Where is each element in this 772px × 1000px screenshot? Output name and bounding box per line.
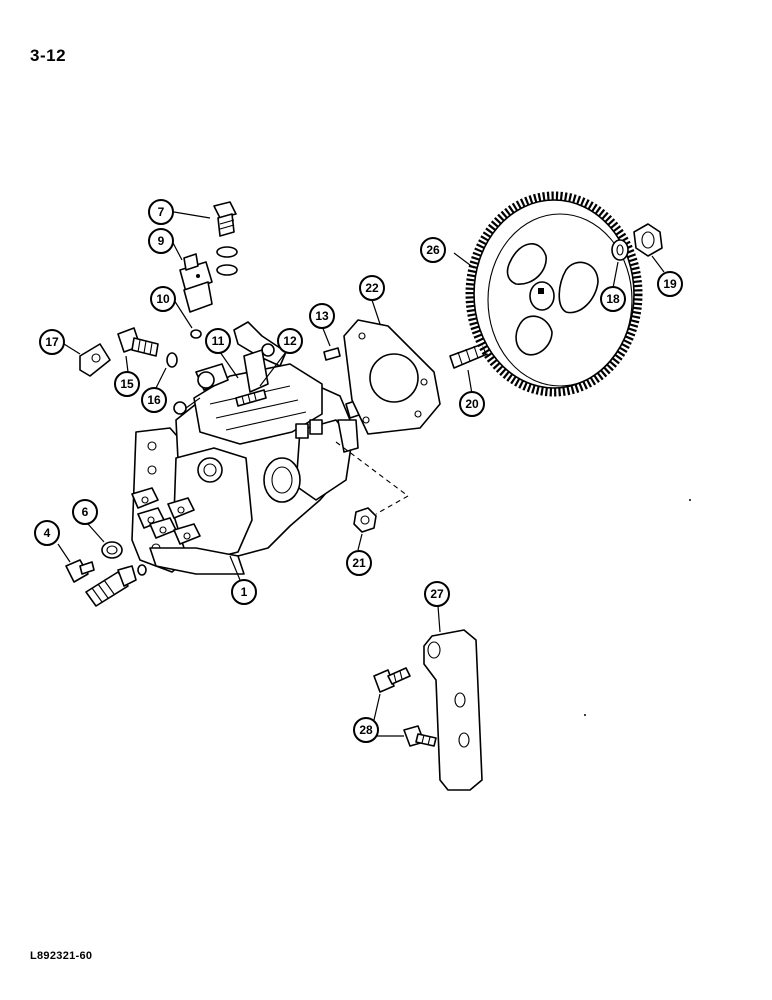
washer-6 (101, 541, 123, 559)
callout-6: 6 (72, 499, 98, 525)
callout-label: 15 (120, 377, 134, 391)
callout-label: 28 (359, 723, 373, 737)
callout-27: 27 (424, 581, 450, 607)
callout-21: 21 (346, 550, 372, 576)
callout-label: 4 (44, 526, 51, 540)
callout-16: 16 (141, 387, 167, 413)
sealing-washer (216, 264, 238, 276)
callout-label: 22 (365, 281, 379, 295)
support-bracket-27 (423, 629, 483, 791)
callout-7: 7 (148, 199, 174, 225)
callout-28: 28 (353, 717, 379, 743)
callout-20: 20 (459, 391, 485, 417)
callout-17: 17 (39, 329, 65, 355)
callout-label: 12 (283, 334, 297, 348)
bolt-15 (117, 327, 159, 357)
callout-label: 26 (426, 243, 440, 257)
sealing-washer (216, 246, 238, 258)
callout-label: 16 (147, 393, 161, 407)
nut-19 (633, 223, 663, 257)
inlet-fitting (85, 565, 137, 607)
callout-label: 17 (45, 335, 59, 349)
callout-label: 13 (315, 309, 329, 323)
small-washer (137, 564, 147, 576)
callout-label: 7 (158, 205, 165, 219)
washer-18 (611, 239, 629, 261)
bolt-28-lower (403, 725, 437, 747)
callout-label: 27 (430, 587, 444, 601)
callout-1: 1 (231, 579, 257, 605)
page-number: 3-12 (30, 46, 67, 65)
callout-label: 10 (156, 292, 170, 306)
o-ring-10 (190, 329, 202, 339)
callout-label: 21 (352, 556, 366, 570)
bolt-28-upper (373, 667, 411, 693)
callout-label: 9 (158, 234, 165, 248)
callout-11: 11 (205, 328, 231, 354)
callout-label: 6 (82, 505, 89, 519)
callout-19: 19 (657, 271, 683, 297)
nut-21 (353, 507, 377, 533)
callout-label: 1 (241, 585, 248, 599)
callout-15: 15 (114, 371, 140, 397)
injection-pump-body (131, 321, 363, 575)
leader-lines (57, 211, 691, 737)
washer-16 (166, 352, 178, 368)
stop-solenoid-9 (179, 253, 213, 313)
locking-plate-17 (79, 343, 111, 377)
callout-label: 18 (606, 292, 620, 306)
callout-18: 18 (600, 286, 626, 312)
callout-22: 22 (359, 275, 385, 301)
callout-10: 10 (150, 286, 176, 312)
callout-label: 11 (212, 334, 225, 348)
key-13 (323, 347, 341, 361)
callout-12: 12 (277, 328, 303, 354)
figure-code: L892321-60 (30, 950, 93, 962)
gasket-22 (343, 319, 441, 435)
callout-26: 26 (420, 237, 446, 263)
banjo-bolt-7 (213, 201, 237, 237)
callout-9: 9 (148, 228, 174, 254)
callout-13: 13 (309, 303, 335, 329)
callout-label: 19 (663, 277, 677, 291)
callout-label: 20 (465, 397, 479, 411)
pump-drive-gear-26 (465, 191, 643, 397)
callout-4: 4 (34, 520, 60, 546)
plug-4 (65, 559, 95, 583)
